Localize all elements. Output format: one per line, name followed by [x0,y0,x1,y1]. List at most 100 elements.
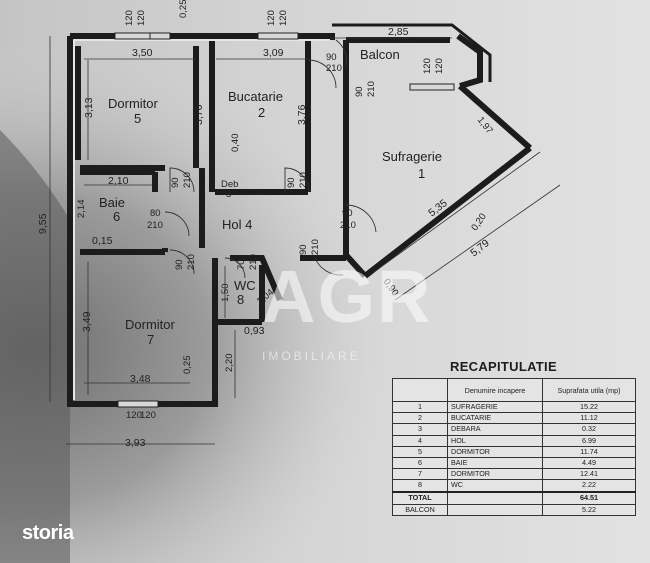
exterior-walls [67,23,532,407]
recap-table: Denumire incapere Suprafata utila (mp) 1… [392,378,636,516]
dimension-lines [49,36,561,445]
dim-label: 0,25 [178,0,189,18]
cell-area: 0.32 [542,423,636,436]
cell-name: SUFRAGERIE [447,400,543,414]
cell-name: BAIE [447,456,543,470]
dim-label: 70 [236,259,247,270]
table-row: 7 DORMITOR 12.41 [392,468,636,481]
dim-label: 120 [124,10,135,26]
recap-title: RECAPITULATIE [450,359,557,374]
room-3-name: Deb [221,179,238,190]
recap-header-area: Suprafata utila (mp) [542,378,636,402]
room-3-number: 3 [226,189,231,200]
dim-label: 120 [136,10,147,26]
room-5-number: 5 [134,111,141,126]
dim-label: 0,25 [182,356,193,375]
dim-label: 2,10 [108,175,129,187]
dim-label: 90 [174,259,185,270]
dim-label: 120 [278,10,289,26]
cell-area: 15.22 [542,400,636,414]
cell-index: 6 [392,456,448,470]
cell-index: 8 [392,479,448,492]
dim-label: 2,20 [224,354,235,373]
room-1-number: 1 [418,166,425,181]
room-7-number: 7 [147,332,154,347]
cell-area: 4.49 [542,456,636,470]
dim-label: 1,50 [220,284,231,303]
balcony-name: Balcon [360,47,400,62]
dim-label: 3,76 [296,104,308,125]
dim-label: 2,14 [76,200,87,219]
balcony-row: BALCON 5.22 [392,503,636,516]
interior-walls [75,40,346,325]
dim-label: 3,50 [132,47,153,59]
dim-label: 210 [248,254,259,270]
room-6-name: Baie [99,195,125,210]
room-8-name: WC [234,278,256,293]
dim-label: 120 [422,58,433,74]
cell-index: 2 [392,412,448,425]
cell-index: 3 [392,423,448,436]
table-row: 1 SUFRAGERIE 15.22 [392,400,636,414]
dim-label: 90 [286,177,297,188]
cell-area: 11.74 [542,445,636,458]
room-2-name: Bucatarie [228,89,283,104]
table-row: 6 BAIE 4.49 [392,456,636,470]
cell-name: DORMITOR [447,468,543,481]
dim-label: 2,85 [388,26,409,38]
watermark: AGR IMOBILIARE [262,255,432,363]
room-1-name: Sufragerie [382,149,442,164]
dim-label: 0,40 [230,134,241,153]
table-row: 4 HOL 6.99 [392,434,636,447]
dim-label: 0,15 [92,235,113,247]
recap-header-name: Denumire incapere [447,378,543,402]
dim-label: 90 [342,208,353,219]
dim-label: 210 [310,239,321,255]
balcony-spacer [447,503,543,516]
room-4-name: Hol 4 [222,217,252,232]
dim-label: 90 [326,52,337,63]
dim-label: 3,76 [193,104,205,125]
windows [114,32,455,408]
wall-inner-lines [73,39,330,400]
watermark-logo: AGR [262,255,432,338]
cell-name: HOL [447,434,543,447]
cell-index: 7 [392,468,448,481]
recap-header-row: Denumire incapere Suprafata utila (mp) [392,378,636,402]
dim-label: 3,49 [81,311,93,332]
dim-label: 210 [298,172,309,188]
dim-label: 210 [366,81,377,97]
watermark-subtext: IMOBILIARE [262,349,361,363]
dim-label: 90 [170,177,181,188]
room-8-number: 8 [237,292,244,307]
total-area: 64.51 [542,490,636,505]
dim-label: 3,13 [83,97,95,118]
room-6-number: 6 [113,209,120,224]
table-row: 2 BUCATARIE 11.12 [392,412,636,425]
dark-shadow [0,130,70,563]
cell-index: 4 [392,434,448,447]
recap-header-index [392,378,448,402]
dim-label: 210 [147,220,163,231]
dim-label: 210 [340,220,356,231]
cell-area: 11.12 [542,412,636,425]
storia-logo: storia [22,522,74,544]
total-row: TOTAL 64.51 [392,490,636,505]
dim-label: 0,93 [244,325,265,337]
dim-label: 90 [298,244,309,255]
cell-area: 2.22 [542,479,636,492]
balcony-label: BALCON [392,503,448,516]
dim-label: 120 [434,58,445,74]
dim-label: 9,55 [37,213,49,234]
cell-index: 1 [392,400,448,414]
dim-label: 120 [126,410,142,421]
dim-label: 210 [326,63,342,74]
room-2-number: 2 [258,105,265,120]
balcony-area: 5.22 [542,503,636,516]
dim-label: 120 [266,10,277,26]
dim-label: 120 [140,410,156,421]
cell-area: 12.41 [542,468,636,481]
dim-label: 210 [182,172,193,188]
cell-name: DEBARA [447,423,543,436]
